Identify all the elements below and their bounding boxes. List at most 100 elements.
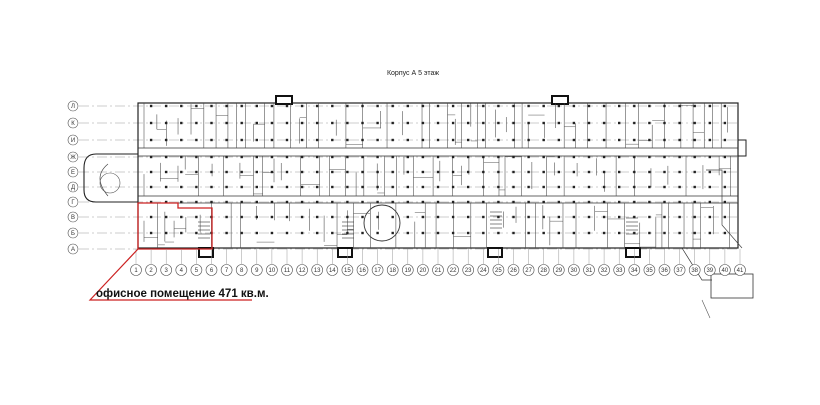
structural-column xyxy=(618,104,621,108)
structural-column xyxy=(149,185,153,189)
right-bay-wall xyxy=(738,139,747,157)
structural-column xyxy=(331,185,334,189)
structural-column xyxy=(346,185,349,189)
structural-column xyxy=(255,215,258,219)
structural-column xyxy=(708,185,711,189)
row-axis-marker xyxy=(67,100,79,112)
row-axis-label: В xyxy=(71,215,75,221)
left-wing-curve xyxy=(99,163,109,197)
structural-column xyxy=(542,215,545,219)
structural-column xyxy=(255,155,258,159)
structural-column xyxy=(346,231,349,235)
structural-column xyxy=(421,138,425,142)
column-axis-label: 18 xyxy=(389,268,396,274)
structural-column xyxy=(587,215,591,219)
structural-column xyxy=(300,138,304,142)
structural-column xyxy=(663,215,666,219)
column-axis-label: 31 xyxy=(586,268,593,274)
structural-column xyxy=(225,121,228,125)
structural-column xyxy=(376,155,379,159)
structural-column xyxy=(285,155,289,159)
structural-column xyxy=(602,231,606,235)
structural-column xyxy=(316,155,319,159)
structural-column xyxy=(255,170,258,174)
structural-column xyxy=(497,170,500,174)
column-axis-marker xyxy=(371,264,384,276)
column-axis-label: 34 xyxy=(631,268,638,274)
column-axis-label: 4 xyxy=(180,268,184,274)
structural-column xyxy=(693,121,696,125)
floor-title: Корпус А 5 этаж xyxy=(387,70,439,77)
structural-column xyxy=(451,155,455,159)
column-axis-label: 5 xyxy=(195,268,199,274)
structural-column xyxy=(421,104,425,108)
column-axis-label: 33 xyxy=(616,268,623,274)
structural-column xyxy=(527,215,530,219)
column-axis-marker xyxy=(643,264,656,276)
structural-column xyxy=(648,215,651,219)
structural-column xyxy=(195,185,198,189)
structural-column xyxy=(467,170,470,174)
column-axis-marker xyxy=(417,264,429,276)
structural-column xyxy=(678,185,681,189)
structural-column xyxy=(240,215,243,219)
structural-column xyxy=(572,138,576,142)
column-axis-label: 14 xyxy=(329,268,336,274)
structural-column xyxy=(316,170,319,174)
structural-column xyxy=(361,215,364,219)
structural-column xyxy=(678,138,681,142)
structural-column xyxy=(557,215,560,219)
structural-column xyxy=(467,138,470,142)
column-axis-label: 9 xyxy=(255,268,259,274)
column-axis-label: 1 xyxy=(134,268,138,274)
structural-column xyxy=(708,121,711,125)
column-axis-marker xyxy=(492,264,505,276)
structural-column xyxy=(240,231,243,235)
structural-column xyxy=(331,170,334,174)
structural-column xyxy=(482,200,485,204)
column-axis-marker xyxy=(175,264,188,276)
structural-column xyxy=(648,200,651,204)
structural-column xyxy=(663,104,666,108)
structural-column xyxy=(436,215,440,219)
left-wing-wall xyxy=(83,153,138,203)
structural-column xyxy=(149,170,153,174)
structural-column xyxy=(149,121,153,125)
structural-column xyxy=(210,185,213,189)
structural-column xyxy=(361,170,364,174)
structural-column xyxy=(693,138,696,142)
structural-column xyxy=(482,155,485,159)
column-axis-label: 12 xyxy=(299,268,306,274)
structural-column xyxy=(285,104,289,108)
structural-column xyxy=(436,104,440,108)
column-axis-marker xyxy=(281,264,293,276)
structural-column xyxy=(285,121,289,125)
row-axis-marker xyxy=(67,243,79,255)
structural-column xyxy=(240,138,243,142)
structural-column xyxy=(165,200,168,204)
column-axis-label: 19 xyxy=(404,268,411,274)
structural-column xyxy=(406,170,409,174)
structural-column xyxy=(270,138,274,142)
extension-line xyxy=(701,299,711,319)
structural-column xyxy=(693,231,696,235)
row-axis-label: Л xyxy=(71,104,75,110)
structural-column xyxy=(527,104,530,108)
column-axis-marker xyxy=(734,264,746,276)
structural-column xyxy=(195,200,198,204)
structural-column xyxy=(421,215,425,219)
structural-column xyxy=(663,185,666,189)
structural-column xyxy=(180,185,183,189)
structural-column xyxy=(618,200,621,204)
structural-column xyxy=(195,138,198,142)
structural-column xyxy=(663,138,666,142)
structural-column xyxy=(723,215,727,219)
structural-column xyxy=(361,121,364,125)
structural-column xyxy=(467,185,470,189)
column-axis-marker xyxy=(311,264,324,276)
structural-column xyxy=(195,215,198,219)
structural-column xyxy=(467,231,470,235)
structural-column xyxy=(648,121,651,125)
structural-column xyxy=(346,138,349,142)
